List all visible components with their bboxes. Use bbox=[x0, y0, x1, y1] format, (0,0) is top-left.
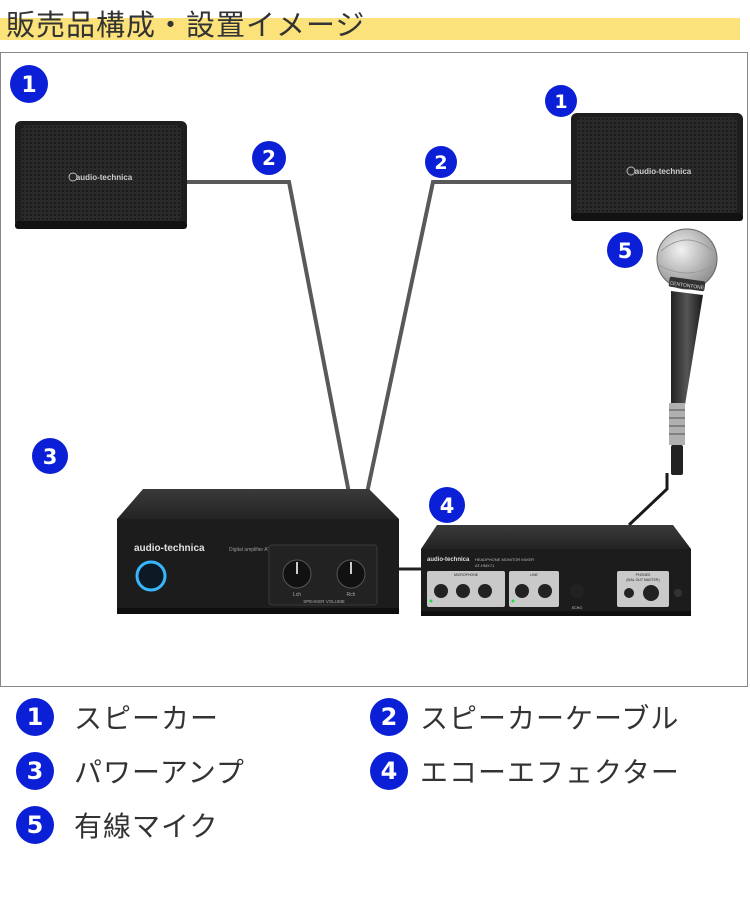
legend-item-power-amp: 3 パワーアンプ bbox=[16, 746, 245, 796]
page-title: 販売品構成・設置イメージ bbox=[6, 8, 366, 42]
legend-label: パワーアンプ bbox=[74, 756, 245, 789]
legend-label: エコーエフェクター bbox=[420, 756, 680, 789]
badge-echo-effector: 4 bbox=[429, 487, 465, 523]
mixer-section-master: (MAL OUT MASTER) bbox=[626, 578, 659, 582]
badge-speaker-right: 1 bbox=[545, 85, 577, 117]
svg-text:4: 4 bbox=[440, 494, 455, 518]
badge-speaker-left: 1 bbox=[10, 65, 48, 103]
mixer-model: AT-HMX71 bbox=[475, 563, 495, 568]
svg-text:3: 3 bbox=[43, 445, 58, 469]
legend-label: スピーカーケーブル bbox=[420, 702, 680, 735]
amp-brand: audio-technica bbox=[134, 543, 205, 554]
badge-power-amp: 3 bbox=[32, 438, 68, 474]
power-amplifier: audio-technica Digital amplifier AT-SA10… bbox=[117, 489, 399, 614]
legend-item-echo-effector: 4 エコーエフェクター bbox=[370, 746, 680, 796]
speaker-left-brand: audio-technica bbox=[76, 173, 133, 182]
svg-text:1: 1 bbox=[21, 73, 36, 98]
diagram-frame: audio-technica audio-technica CENTONTONE bbox=[0, 52, 748, 687]
speaker-cable-right bbox=[365, 180, 571, 494]
legend-label: スピーカー bbox=[74, 702, 220, 735]
mic-cable bbox=[627, 473, 669, 527]
amp-power-button bbox=[135, 560, 167, 592]
speaker-right-brand: audio-technica bbox=[635, 167, 692, 176]
legend-item-speaker-cable: 2 スピーカーケーブル bbox=[370, 692, 679, 742]
svg-text:2: 2 bbox=[262, 146, 276, 170]
legend-label: 有線マイク bbox=[74, 810, 219, 843]
legend-badge: 5 bbox=[16, 806, 54, 844]
mixer-section-line: LINE bbox=[530, 573, 538, 577]
mixer-brand: audio-technica bbox=[427, 557, 470, 563]
speaker-cable-left bbox=[187, 180, 351, 494]
badge-cable-right: 2 bbox=[425, 146, 457, 178]
echo-effector: audio-technica HEADPHONE MONITOR MIXER A… bbox=[421, 525, 691, 616]
mixer-section-phones: PHONES bbox=[636, 573, 651, 577]
legend-badge: 4 bbox=[370, 752, 408, 790]
title-area: 販売品構成・設置イメージ bbox=[0, 0, 750, 48]
amp-knob-label-lch: Lch bbox=[293, 592, 301, 598]
legend-badge: 3 bbox=[16, 752, 54, 790]
mic-brand: CENTONTONE bbox=[669, 281, 705, 292]
legend-badge: 2 bbox=[370, 698, 408, 736]
legend-badge: 1 bbox=[16, 698, 54, 736]
mixer-title: HEADPHONE MONITOR MIXER bbox=[475, 557, 534, 562]
legend: 1 スピーカー 2 スピーカーケーブル 3 パワーアンプ 4 エコーエフェクター… bbox=[0, 690, 750, 890]
amp-model-text: Digital amplifier AT-SA10 bbox=[229, 547, 284, 553]
svg-text:5: 5 bbox=[618, 239, 633, 263]
speaker-right: audio-technica bbox=[571, 113, 743, 221]
badge-cable-left: 2 bbox=[252, 141, 286, 175]
svg-text:2: 2 bbox=[434, 152, 447, 174]
speaker-left: audio-technica bbox=[15, 121, 187, 229]
legend-item-speaker: 1 スピーカー bbox=[16, 692, 219, 742]
amp-knob-label-rch: Rch bbox=[347, 592, 356, 598]
legend-item-microphone: 5 有線マイク bbox=[16, 800, 218, 850]
badge-microphone: 5 bbox=[607, 232, 643, 268]
svg-text:1: 1 bbox=[554, 91, 567, 113]
mixer-section-mic: MICROPHONE bbox=[454, 573, 479, 577]
amp-volume-label: SPEAKER VOLUME bbox=[303, 599, 345, 604]
wired-microphone: CENTONTONE bbox=[656, 228, 718, 475]
title-highlight bbox=[0, 18, 740, 40]
mixer-section-echo: ECHO bbox=[572, 606, 582, 610]
setup-diagram: audio-technica audio-technica CENTONTONE bbox=[10, 65, 743, 616]
